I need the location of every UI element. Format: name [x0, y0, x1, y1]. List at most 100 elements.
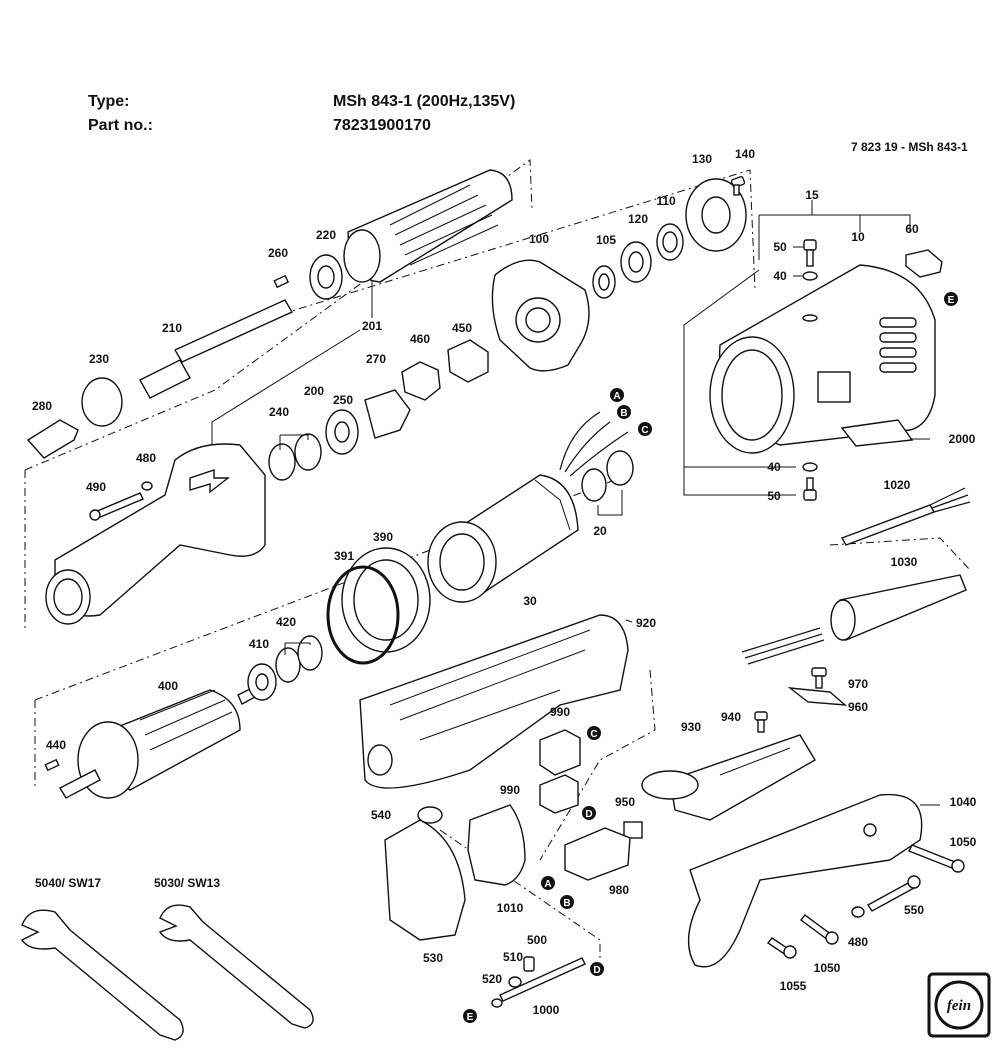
part-label-440: 440 — [46, 738, 66, 752]
svg-text:C: C — [641, 425, 648, 436]
ring-420b — [297, 635, 323, 671]
part-label-930: 930 — [681, 720, 701, 734]
part-label-530: 530 — [423, 951, 443, 965]
screw-50-bottom — [803, 477, 817, 501]
handle-shell-1040 — [687, 793, 923, 968]
part-label-270: 270 — [366, 352, 386, 366]
part-label-2000: 2000 — [949, 432, 976, 446]
cover-1010 — [467, 804, 526, 886]
suppressor-990-lower — [539, 774, 579, 814]
leader-240 — [279, 434, 309, 450]
part-label-210: 210 — [162, 321, 182, 335]
washer-480 — [141, 481, 153, 491]
collet-nut-230 — [81, 377, 123, 427]
part-label-40b: 40 — [767, 460, 781, 474]
grommet-540 — [417, 806, 443, 824]
part-label-220: 220 — [316, 228, 336, 242]
cable-sleeve-1030 — [830, 574, 967, 641]
washer-240b — [294, 433, 322, 471]
part-label-230: 230 — [89, 352, 109, 366]
part-label-201: 201 — [362, 319, 382, 333]
fan-baffle-390-opening — [353, 559, 419, 641]
svg-text:A: A — [613, 391, 620, 402]
cover-plate-530 — [384, 819, 466, 941]
motor-housing — [709, 264, 936, 454]
internal-cable — [741, 627, 825, 665]
spindle-210 — [174, 299, 293, 363]
spindle-collar — [139, 359, 191, 399]
part-label-1030: 1030 — [891, 555, 918, 569]
washer-20a — [581, 468, 607, 502]
part-label-50b: 50 — [767, 489, 781, 503]
part-label-990b: 990 — [500, 783, 520, 797]
part-label-120: 120 — [628, 212, 648, 226]
part-number-label: Part no.: — [88, 117, 153, 134]
screw-550 — [866, 875, 921, 912]
washer-510 — [508, 976, 522, 988]
part-label-130: 130 — [692, 152, 712, 166]
capacitor-980 — [564, 827, 631, 881]
o-ring-391 — [326, 565, 400, 665]
part-label-260: 260 — [268, 246, 288, 260]
ring-420a — [275, 647, 301, 683]
marker-C-top: C — [638, 422, 652, 436]
part-label-100: 100 — [529, 232, 549, 246]
cable-clamp-960 — [787, 687, 848, 706]
svg-text:D: D — [593, 965, 600, 976]
part-label-950: 950 — [615, 795, 635, 809]
part-label-510: 510 — [503, 950, 523, 964]
bearing-220-bore — [317, 265, 335, 289]
part-label-970: 970 — [848, 677, 868, 691]
bevel-gear-270 — [364, 389, 411, 439]
screw-1050-right — [908, 844, 965, 873]
part-label-420: 420 — [276, 615, 296, 629]
svg-text:E: E — [948, 295, 955, 306]
part-label-250: 250 — [333, 393, 353, 407]
svg-text:A: A — [544, 879, 551, 890]
screw-500 — [523, 956, 535, 972]
leader-420 — [284, 642, 311, 655]
marker-A-top: A — [610, 388, 624, 402]
dash-frame-switch — [539, 669, 656, 861]
washer-40-bottom — [802, 462, 818, 472]
stator-leads — [559, 411, 629, 477]
part-label-1050a: 1050 — [950, 835, 977, 849]
part-label-960: 960 — [848, 700, 868, 714]
washer-520 — [491, 998, 503, 1008]
grinding-sleeve-201 — [343, 169, 513, 283]
part-label-460: 460 — [410, 332, 430, 346]
screw-970 — [811, 667, 827, 689]
marker-B-lower: B — [560, 895, 574, 909]
marker-E-top: E — [944, 292, 958, 306]
part-label-980: 980 — [609, 883, 629, 897]
cover-plate-130-hole — [701, 196, 731, 234]
part-labels: 130 140 110 120 105 100 15 10 60 50 40 2… — [32, 147, 977, 1017]
part-number-value: 78231900170 — [333, 117, 431, 134]
handle-housing-920 — [359, 614, 629, 789]
part-label-110: 110 — [656, 194, 676, 208]
bearing-410-bore — [255, 673, 269, 691]
part-label-400: 400 — [158, 679, 178, 693]
dash-frame-cable — [829, 537, 971, 571]
svg-text:D: D — [585, 809, 592, 820]
part-label-1040: 1040 — [950, 795, 977, 809]
part-label-390: 390 — [373, 530, 393, 544]
bearing-250-bore — [334, 421, 350, 443]
ring-110-hole — [662, 231, 678, 253]
collet-280 — [26, 419, 79, 459]
gear-housing-200 — [45, 443, 266, 625]
part-label-5030: 5030/ SW13 — [154, 876, 220, 890]
washer-40-top — [802, 271, 818, 281]
screw-1055 — [766, 937, 797, 959]
marker-E-lower: E — [463, 1009, 477, 1023]
leader-20 — [597, 490, 623, 516]
part-label-540: 540 — [371, 808, 391, 822]
part-label-280: 280 — [32, 399, 52, 413]
svg-text:B: B — [620, 408, 627, 419]
part-label-1000: 1000 — [533, 1003, 560, 1017]
document-id: 7 823 19 - MSh 843-1 — [851, 140, 968, 154]
part-label-240: 240 — [269, 405, 289, 419]
washer-240a — [268, 443, 296, 481]
part-label-200: 200 — [304, 384, 324, 398]
